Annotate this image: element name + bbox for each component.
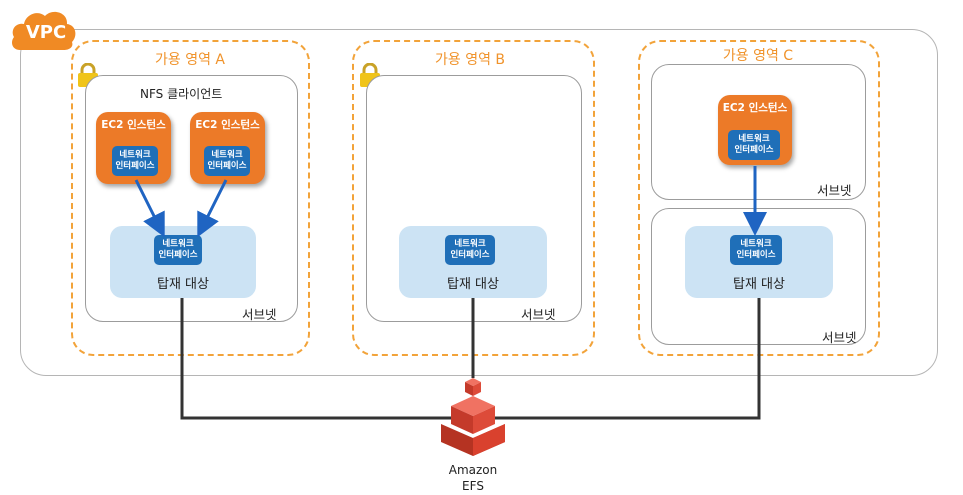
subnet-c-top-label: 서브넷 bbox=[817, 183, 852, 198]
network-interface-line2: 인터페이스 bbox=[115, 161, 155, 171]
nfs-client-label: NFS 클라이언트 bbox=[140, 87, 223, 101]
availability-zone-a bbox=[71, 40, 310, 356]
ec2-instance-label: EC2 인스턴스 bbox=[101, 119, 166, 131]
availability-zone-a-label: 가용 영역 A bbox=[155, 52, 225, 68]
efs-icon bbox=[441, 378, 505, 456]
mount-target-b-label: 탑재 대상 bbox=[447, 277, 499, 292]
network-interface: 네트워크 인터페이스 bbox=[445, 235, 495, 265]
network-interface-line1: 네트워크 bbox=[454, 239, 486, 249]
network-interface-line1: 네트워크 bbox=[162, 239, 194, 249]
network-interface-line2: 인터페이스 bbox=[158, 250, 198, 260]
vpc-cloud-icon bbox=[12, 11, 76, 50]
network-interface: 네트워크 인터페이스 bbox=[154, 235, 202, 265]
ec2-instance-label: EC2 인스턴스 bbox=[722, 102, 788, 114]
availability-zone-b-label: 가용 영역 B bbox=[434, 52, 506, 68]
subnet-a-label: 서브넷 bbox=[242, 307, 277, 322]
network-interface: 네트워크 인터페이스 bbox=[112, 146, 158, 176]
mount-target-a-label: 탑재 대상 bbox=[157, 277, 209, 292]
network-interface-line1: 네트워크 bbox=[119, 150, 151, 160]
efs-label-line1: Amazon bbox=[448, 463, 498, 477]
efs-label: Amazon EFS bbox=[433, 462, 513, 494]
vpc-label: VPC bbox=[25, 22, 67, 43]
network-interface-line2: 인터페이스 bbox=[450, 250, 490, 260]
network-interface-line1: 네트워크 bbox=[211, 150, 243, 160]
line-mount-target-a-to-efs bbox=[180, 298, 472, 420]
network-interface-line2: 인터페이스 bbox=[736, 250, 776, 260]
availability-zone-c-label: 가용 영역 C bbox=[722, 48, 794, 64]
network-interface: 네트워크 인터페이스 bbox=[728, 130, 780, 160]
network-interface: 네트워크 인터페이스 bbox=[204, 146, 250, 176]
arrow-ec2-a1-to-mount-target bbox=[134, 179, 165, 238]
network-interface-line2: 인터페이스 bbox=[734, 145, 774, 155]
mount-target-c-label: 탑재 대상 bbox=[733, 277, 785, 292]
network-interface-line1: 네트워크 bbox=[740, 239, 772, 249]
line-mount-target-c-to-efs bbox=[474, 298, 761, 420]
subnet-c-bottom-label: 서브넷 bbox=[822, 330, 857, 345]
network-interface-line2: 인터페이스 bbox=[207, 161, 247, 171]
arrow-ec2-a2-to-mount-target bbox=[197, 179, 228, 238]
subnet-b-label: 서브넷 bbox=[521, 307, 556, 322]
network-interface: 네트워크 인터페이스 bbox=[730, 235, 782, 265]
efs-label-line2: EFS bbox=[462, 479, 484, 493]
ec2-instance-label: EC2 인스턴스 bbox=[195, 119, 260, 131]
network-interface-line1: 네트워크 bbox=[738, 134, 770, 144]
